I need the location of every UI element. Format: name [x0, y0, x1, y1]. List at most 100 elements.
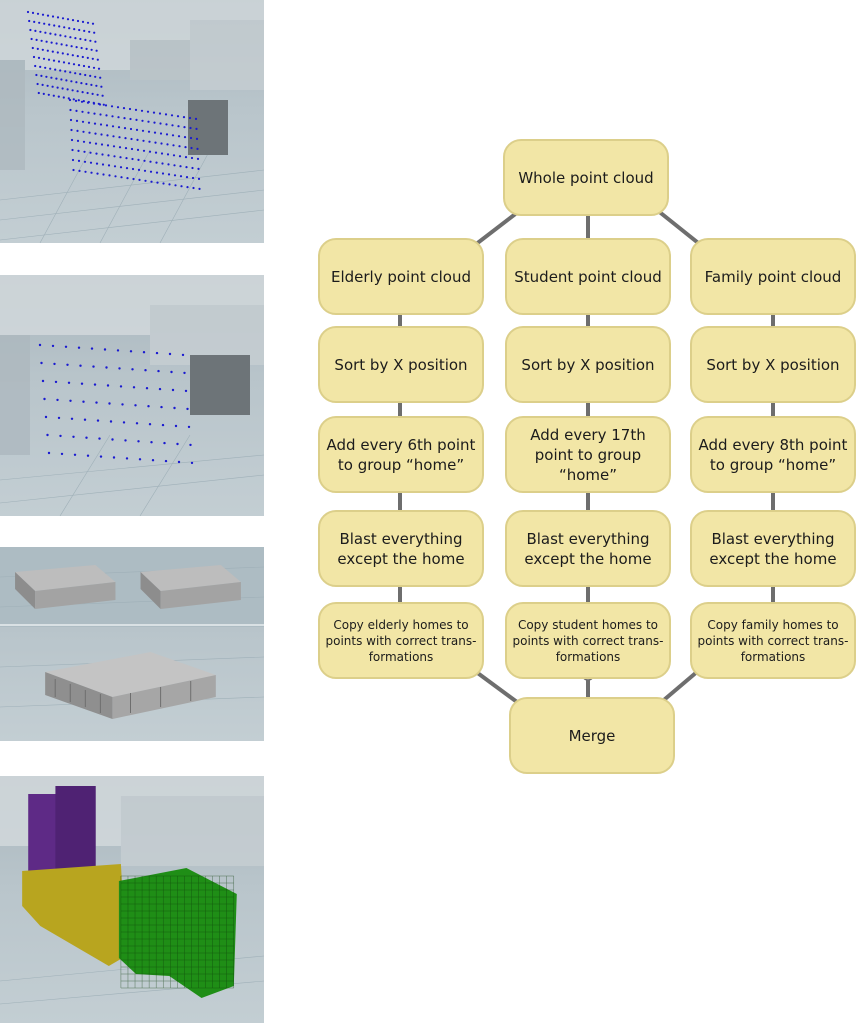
- point-dot: [105, 124, 109, 127]
- point-dot: [101, 163, 105, 166]
- point-dot: [90, 83, 93, 86]
- point-dot: [76, 55, 79, 58]
- point-dot: [81, 20, 85, 23]
- point-dot: [71, 54, 74, 57]
- point-dot: [149, 160, 152, 163]
- point-dot: [86, 101, 90, 104]
- point-dot: [66, 363, 69, 366]
- point-dot: [83, 150, 86, 153]
- node-elderly-sort: Sort by X position: [318, 326, 484, 403]
- point-dot: [188, 116, 192, 120]
- point-dot: [77, 149, 80, 152]
- point-dot: [45, 40, 48, 43]
- point-dot: [151, 459, 155, 462]
- point-dot: [45, 75, 48, 78]
- point-dot: [61, 87, 64, 90]
- point-dot: [196, 157, 200, 160]
- point-dot: [51, 50, 54, 53]
- point-dot: [124, 137, 127, 140]
- ground-grid: [0, 149, 264, 243]
- point-dot: [73, 453, 77, 456]
- point-dot: [53, 362, 56, 366]
- point-dot: [42, 57, 46, 60]
- point-dot: [125, 167, 129, 170]
- point-dot: [106, 384, 110, 387]
- point-dot: [182, 116, 186, 119]
- point-dot: [105, 366, 108, 369]
- point-dot: [129, 117, 132, 121]
- point-dot: [82, 130, 85, 133]
- point-dot: [137, 440, 140, 443]
- point-dot: [56, 51, 59, 54]
- point-dot: [141, 119, 144, 122]
- node-label: Copy elderly homes to points with correc…: [325, 617, 477, 664]
- point-dot: [58, 25, 61, 28]
- point-dot: [56, 398, 59, 402]
- point-dot: [94, 40, 97, 43]
- point-dot: [107, 164, 111, 167]
- point-dot: [78, 28, 81, 32]
- point-dot: [84, 73, 87, 77]
- point-dot: [125, 157, 128, 160]
- point-dot: [54, 33, 57, 36]
- point-dot: [183, 126, 186, 129]
- point-dot: [82, 400, 85, 403]
- point-dot: [160, 142, 163, 145]
- point-dot: [38, 343, 42, 347]
- point-dot: [131, 167, 135, 171]
- point-dot: [101, 153, 104, 156]
- point-dot: [179, 165, 182, 168]
- point-dot: [47, 93, 50, 96]
- point-dot: [72, 168, 75, 172]
- point-dot: [129, 127, 133, 131]
- point-dot: [91, 57, 94, 60]
- point-dot: [80, 46, 83, 50]
- point-dot: [165, 123, 168, 126]
- point-dot: [87, 111, 90, 114]
- point-dot: [104, 104, 108, 107]
- point-dot: [65, 44, 68, 47]
- point-dot: [64, 345, 68, 348]
- point-dot: [71, 89, 74, 92]
- point-dot: [31, 11, 35, 14]
- point-dot: [79, 37, 82, 41]
- point-dot: [111, 125, 115, 128]
- point-dot: [197, 167, 200, 170]
- point-dot: [176, 442, 179, 446]
- point-dot: [77, 159, 81, 162]
- point-dot: [166, 143, 169, 146]
- point-dot: [40, 361, 43, 365]
- node-merge: Merge: [509, 697, 675, 774]
- point-dot: [77, 346, 81, 349]
- point-dot: [170, 370, 173, 374]
- node-family-point-cloud: Family point cloud: [690, 238, 856, 315]
- point-dot: [80, 100, 84, 103]
- point-dot: [86, 454, 90, 457]
- point-dot: [35, 73, 38, 77]
- point-dot: [86, 21, 90, 24]
- point-dot: [69, 36, 72, 39]
- point-dot: [72, 98, 75, 101]
- point-dot: [153, 121, 156, 124]
- point-dot: [69, 108, 72, 112]
- point-dot: [118, 367, 121, 370]
- node-label: Add every 17th point to group “home”: [530, 425, 646, 484]
- node-label: Add every 8th point to group “home”: [698, 435, 848, 474]
- point-dot: [159, 132, 163, 135]
- point-cloud-dots: [26, 10, 201, 190]
- point-dot: [50, 76, 53, 79]
- point-dot: [86, 91, 89, 95]
- point-dot: [89, 161, 93, 164]
- point-dot: [55, 42, 58, 45]
- point-dot: [173, 164, 176, 167]
- point-dot: [43, 22, 46, 25]
- point-dot: [154, 141, 157, 144]
- point-dot: [62, 96, 65, 99]
- point-dot: [76, 129, 79, 132]
- point-dot: [195, 127, 198, 130]
- point-dot: [168, 352, 172, 356]
- point-dot: [67, 381, 71, 384]
- point-dot: [123, 127, 127, 130]
- point-dot: [161, 162, 164, 165]
